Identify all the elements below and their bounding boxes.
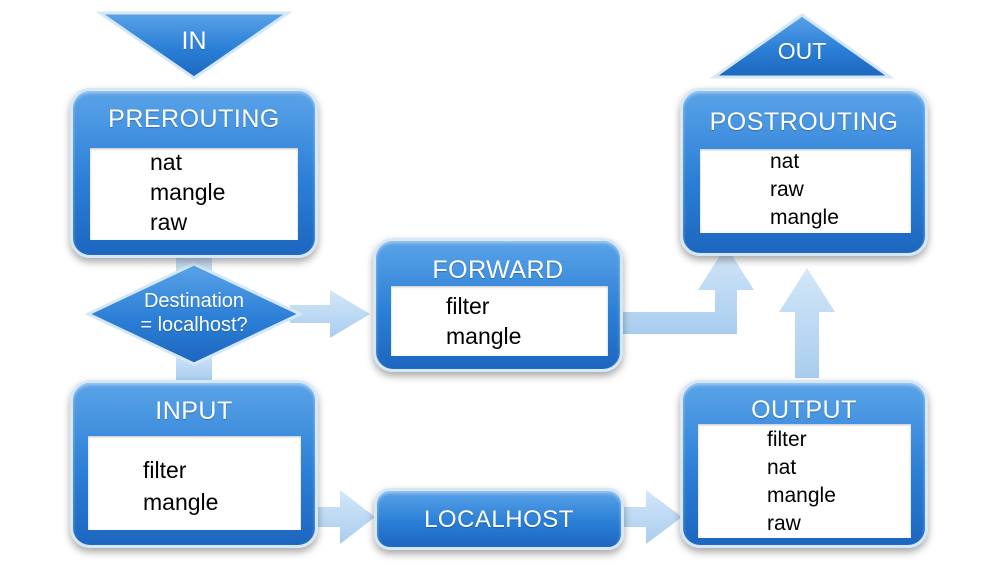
postrouting-table-raw: raw bbox=[770, 178, 804, 201]
forward-table-filter: filter bbox=[446, 293, 490, 319]
decision-line-2: = localhost? bbox=[140, 314, 248, 336]
postrouting-table-mangle: mangle bbox=[770, 206, 839, 229]
out-triangle bbox=[709, 13, 895, 79]
arrow-localhost-to-output bbox=[622, 490, 682, 544]
output-title: OUTPUT bbox=[751, 396, 857, 424]
forward-table-panel: filter mangle bbox=[391, 286, 608, 356]
prerouting-chain: PREROUTING nat mangle raw bbox=[70, 88, 318, 258]
prerouting-title: PREROUTING bbox=[108, 105, 280, 133]
input-title: INPUT bbox=[155, 397, 233, 425]
postrouting-chain: POSTROUTING nat raw mangle bbox=[680, 88, 928, 256]
prerouting-table-raw: raw bbox=[150, 209, 188, 235]
input-table-mangle: mangle bbox=[143, 489, 219, 515]
prerouting-table-mangle: mangle bbox=[150, 179, 226, 205]
arrow-decision-to-forward bbox=[290, 290, 370, 338]
forward-table-mangle: mangle bbox=[446, 323, 522, 349]
postrouting-table-panel: nat raw mangle bbox=[700, 149, 911, 233]
output-table-filter: filter bbox=[767, 428, 807, 451]
output-chain: OUTPUT filter nat mangle raw bbox=[680, 380, 928, 548]
in-label: IN bbox=[181, 27, 207, 55]
postrouting-title: POSTROUTING bbox=[709, 108, 899, 136]
localhost-title: LOCALHOST bbox=[424, 506, 574, 533]
localhost-box: LOCALHOST bbox=[374, 488, 624, 550]
decision-label: Destination = localhost? bbox=[110, 289, 278, 337]
postrouting-table-nat: nat bbox=[770, 150, 800, 173]
input-table-filter: filter bbox=[143, 457, 187, 483]
decision-line-1: Destination bbox=[143, 290, 245, 312]
out-label: OUT bbox=[777, 38, 827, 64]
arrow-input-to-localhost bbox=[316, 490, 375, 544]
output-table-nat: nat bbox=[767, 456, 797, 479]
prerouting-table-panel: nat mangle raw bbox=[90, 148, 298, 240]
forward-chain: FORWARD filter mangle bbox=[373, 238, 623, 372]
input-chain: INPUT filter mangle bbox=[70, 380, 318, 548]
output-table-mangle: mangle bbox=[767, 484, 836, 507]
prerouting-table-nat: nat bbox=[150, 149, 182, 175]
forward-title: FORWARD bbox=[432, 256, 564, 284]
output-table-panel: filter nat mangle raw bbox=[698, 424, 911, 538]
in-triangle bbox=[95, 11, 293, 80]
decision-diamond bbox=[84, 262, 304, 366]
arrow-output-to-postrouting bbox=[779, 268, 835, 378]
arrow-forward-to-postrouting bbox=[622, 246, 754, 334]
input-table-panel: filter mangle bbox=[88, 436, 301, 530]
output-table-raw: raw bbox=[767, 512, 801, 535]
